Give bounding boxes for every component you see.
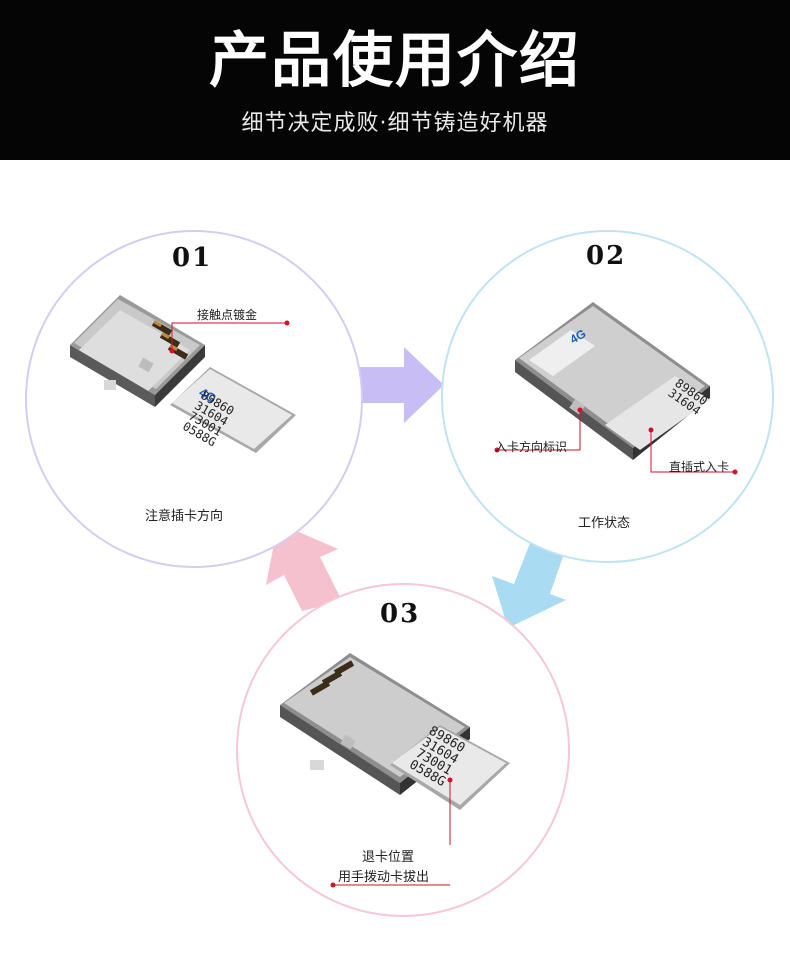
arrow-up-left-icon [266, 523, 342, 611]
page-title: 产品使用介绍 [209, 26, 581, 96]
step-3-caption: 退卡位置 [362, 850, 415, 865]
step-2-caption: 工作状态 [578, 516, 631, 531]
page-header: 产品使用介绍 细节决定成败·细节铸造好机器 [0, 0, 790, 160]
step-3-number: 03 [380, 599, 421, 629]
step-3-callout-line [330, 882, 450, 888]
step-1-number: 01 [172, 243, 213, 273]
step-1-caption: 注意插卡方向 [145, 509, 224, 524]
step-1-photo: 4G 89860 31604 73001 0588G [70, 295, 296, 453]
arrow-down-left-icon [492, 538, 566, 628]
step-2-photo: 89860 31604 4G [494, 302, 738, 475]
page-subtitle: 细节决定成败·细节铸造好机器 [241, 111, 549, 136]
step-2-callout-right: 直插式入卡 [669, 460, 730, 474]
step-3-callout: 用手拨动卡拔出 [338, 870, 430, 885]
step-3-photo: 89860 31604 73001 0588G [280, 653, 510, 845]
step-2-callout-left: 入卡方向标识 [495, 440, 568, 454]
svg-text:4G: 4G [568, 326, 589, 346]
step-2-number: 02 [586, 241, 627, 271]
step-1-callout: 接触点镀金 [197, 308, 258, 322]
arrow-right-icon [356, 347, 444, 423]
